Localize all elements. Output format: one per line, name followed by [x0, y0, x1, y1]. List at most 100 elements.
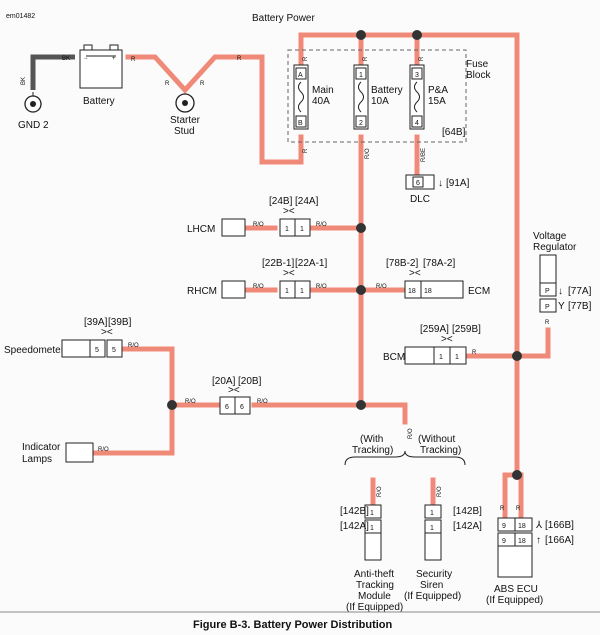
- figure-caption: Figure B-3. Battery Power Distribution: [193, 619, 393, 631]
- ecm: R/O [78B-2] [78A-2] >< 18 18 ECM: [376, 258, 490, 299]
- figure-code: em01482: [6, 13, 35, 20]
- splices: [167, 30, 522, 480]
- svg-text:Lamps: Lamps: [22, 454, 52, 465]
- svg-text:1: 1: [285, 288, 289, 295]
- svg-text:[166B]: [166B]: [545, 520, 574, 531]
- svg-text:1: 1: [300, 288, 304, 295]
- svg-text:[24A]: [24A]: [295, 196, 319, 207]
- svg-text:R/O: R/O: [316, 222, 327, 228]
- svg-text:1: 1: [439, 354, 443, 361]
- battery-power-heading: Battery Power: [252, 13, 315, 24]
- svg-text:[91A]: [91A]: [446, 178, 470, 189]
- svg-text:[22A-1]: [22A-1]: [295, 258, 327, 269]
- svg-text:1: 1: [430, 510, 434, 517]
- svg-text:P&A: P&A: [428, 85, 448, 96]
- svg-text:[142A]: [142A]: [453, 521, 482, 532]
- svg-text:[142A]: [142A]: [340, 521, 369, 532]
- svg-text:R: R: [303, 148, 309, 153]
- battery-label: Battery: [83, 96, 115, 107]
- svg-text:A: A: [298, 72, 303, 79]
- svg-text:BK: BK: [62, 56, 70, 62]
- svg-text:4: 4: [415, 120, 419, 127]
- svg-text:18: 18: [424, 288, 432, 295]
- svg-text:ECM: ECM: [468, 286, 490, 297]
- svg-text:6: 6: [240, 404, 244, 411]
- svg-text:DLC: DLC: [410, 194, 430, 205]
- starter-stud: R R R Starter Stud: [165, 56, 242, 137]
- svg-text:BCM: BCM: [383, 352, 405, 363]
- rhcm: RHCM R/O R/O [22B-1] [22A-1] >< 1 1: [187, 258, 327, 299]
- svg-text:Tracking): Tracking): [420, 445, 461, 456]
- svg-text:RHCM: RHCM: [187, 286, 217, 297]
- svg-text:40A: 40A: [312, 96, 330, 107]
- svg-text:R: R: [363, 56, 369, 61]
- anti-theft-module: R/O 1 1 [142B] [142A] Anti-theft Trackin…: [340, 486, 403, 613]
- fuse-block: Fuse Block [64B] A B Main 40A 1 2 Batter…: [287, 49, 491, 162]
- svg-text:18: 18: [518, 523, 526, 530]
- gnd-label: GND 2: [18, 120, 49, 131]
- svg-text:R/O: R/O: [253, 222, 264, 228]
- svg-text:LHCM: LHCM: [187, 224, 215, 235]
- dlc: 6 ↓ [91A] DLC: [405, 174, 470, 205]
- svg-text:Y: Y: [558, 301, 565, 312]
- svg-text:3: 3: [415, 72, 419, 79]
- svg-text:[78B-2]: [78B-2]: [386, 258, 418, 269]
- svg-text:><: ><: [409, 268, 421, 279]
- svg-text:R: R: [131, 57, 136, 63]
- svg-text:[142B]: [142B]: [453, 506, 482, 517]
- bcm: BCM [259A] [259B] >< 1 1 R: [383, 324, 481, 365]
- svg-text:[166A]: [166A]: [545, 535, 574, 546]
- svg-text:R/O: R/O: [376, 284, 387, 290]
- svg-text:+: +: [112, 56, 116, 62]
- svg-text:[259A]: [259A]: [420, 324, 449, 335]
- battery: BK − + R Battery: [62, 44, 136, 107]
- svg-text:2: 2: [359, 120, 363, 127]
- voltage-regulator: Voltage Regulator P P ↓ Y [77A] [77B] R: [533, 231, 592, 326]
- svg-text:R/O: R/O: [185, 399, 196, 405]
- abs-ecu: R R 9 18 9 18 ⅄ ↑ [166B] [166A] ABS ECU …: [486, 506, 574, 606]
- svg-text:R: R: [545, 320, 550, 326]
- svg-text:↓: ↓: [438, 178, 443, 189]
- svg-text:[24B]: [24B]: [269, 196, 293, 207]
- svg-text:−: −: [84, 56, 88, 62]
- svg-text:(With: (With: [360, 434, 383, 445]
- speedometer: Speedometer 5 5 [39A] [39B] >< R/O: [4, 317, 139, 358]
- svg-text:R/O: R/O: [408, 428, 414, 439]
- svg-text:R: R: [419, 56, 425, 61]
- svg-text:(If Equipped): (If Equipped): [404, 591, 461, 602]
- svg-text:><: ><: [283, 268, 295, 279]
- svg-text:B: B: [298, 120, 303, 127]
- svg-text:Block: Block: [466, 70, 491, 81]
- svg-text:5: 5: [112, 347, 116, 354]
- svg-text:Starter: Starter: [170, 115, 201, 126]
- svg-text:R/O: R/O: [257, 399, 268, 405]
- svg-text:ABS ECU: ABS ECU: [494, 584, 538, 595]
- svg-text:↑: ↑: [536, 535, 541, 546]
- svg-text:9: 9: [502, 523, 506, 530]
- svg-text:[259B]: [259B]: [452, 324, 481, 335]
- svg-text:><: ><: [441, 334, 453, 345]
- svg-text:><: ><: [101, 327, 113, 338]
- svg-text:Tracking): Tracking): [352, 445, 393, 456]
- svg-text:15A: 15A: [428, 96, 446, 107]
- svg-text:Regulator: Regulator: [533, 242, 577, 253]
- svg-text:Battery: Battery: [371, 85, 403, 96]
- svg-text:6: 6: [416, 180, 420, 187]
- svg-text:[77A]: [77A]: [568, 286, 592, 297]
- svg-text:Indicator: Indicator: [22, 442, 61, 453]
- svg-text:Security: Security: [416, 569, 452, 580]
- wires: [90, 32, 551, 523]
- svg-text:P: P: [545, 304, 550, 311]
- ground-wire: [30, 54, 75, 90]
- svg-text:(If Equipped): (If Equipped): [346, 602, 403, 613]
- svg-text:Module: Module: [358, 591, 391, 602]
- gnd-wire-label: BK: [21, 77, 27, 85]
- svg-text:R/O: R/O: [98, 447, 109, 453]
- svg-text:Stud: Stud: [174, 126, 195, 137]
- svg-text:Main: Main: [312, 85, 334, 96]
- svg-text:R: R: [165, 81, 170, 87]
- indicator-connector: R/O [20A] [20B] >< 6 6 R/O R/O: [185, 376, 414, 439]
- svg-text:R/BE: R/BE: [421, 148, 427, 162]
